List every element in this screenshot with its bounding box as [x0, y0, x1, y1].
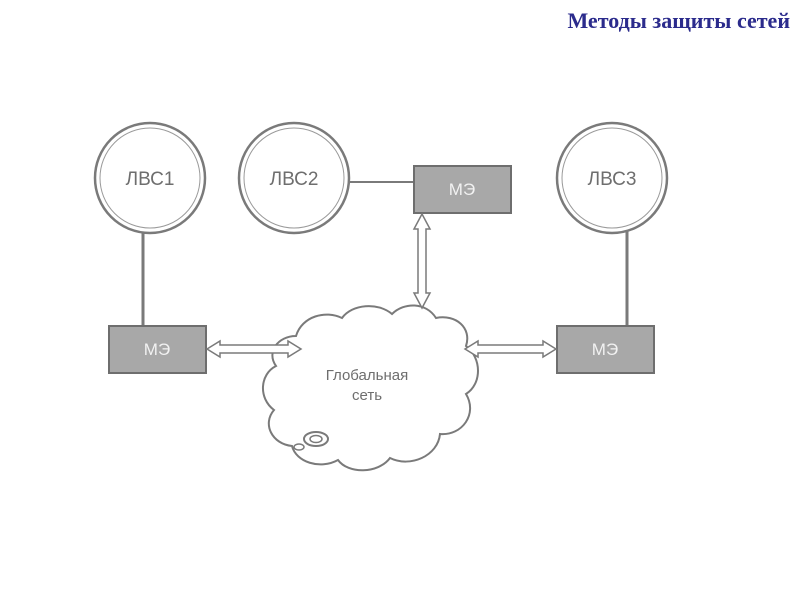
lan3-node: ЛВС3	[555, 121, 669, 235]
lan1-label: ЛВС1	[126, 169, 175, 190]
firewall-1-label: МЭ	[144, 340, 170, 359]
firewall-2-label: МЭ	[449, 180, 475, 199]
firewall-3-label: МЭ	[592, 340, 618, 359]
lan2-node: ЛВС2	[237, 121, 351, 235]
lan2-label: ЛВС2	[270, 169, 319, 190]
firewall-1: МЭ	[108, 325, 207, 374]
cloud-label-line1: Глобальная	[326, 367, 408, 384]
arrow-fw1-cloud	[205, 339, 303, 359]
global-network-cloud: Глобальная сеть	[262, 304, 479, 472]
slide-title: Методы защиты сетей	[567, 8, 790, 33]
firewall-2: МЭ	[413, 165, 512, 214]
cloud-label-line2: сеть	[352, 387, 382, 404]
arrow-cloud-fw3	[463, 339, 558, 359]
lan3-label: ЛВС3	[588, 169, 637, 190]
firewall-3: МЭ	[556, 325, 655, 374]
arrow-fw2-cloud	[412, 212, 432, 310]
lan1-node: ЛВС1	[93, 121, 207, 235]
